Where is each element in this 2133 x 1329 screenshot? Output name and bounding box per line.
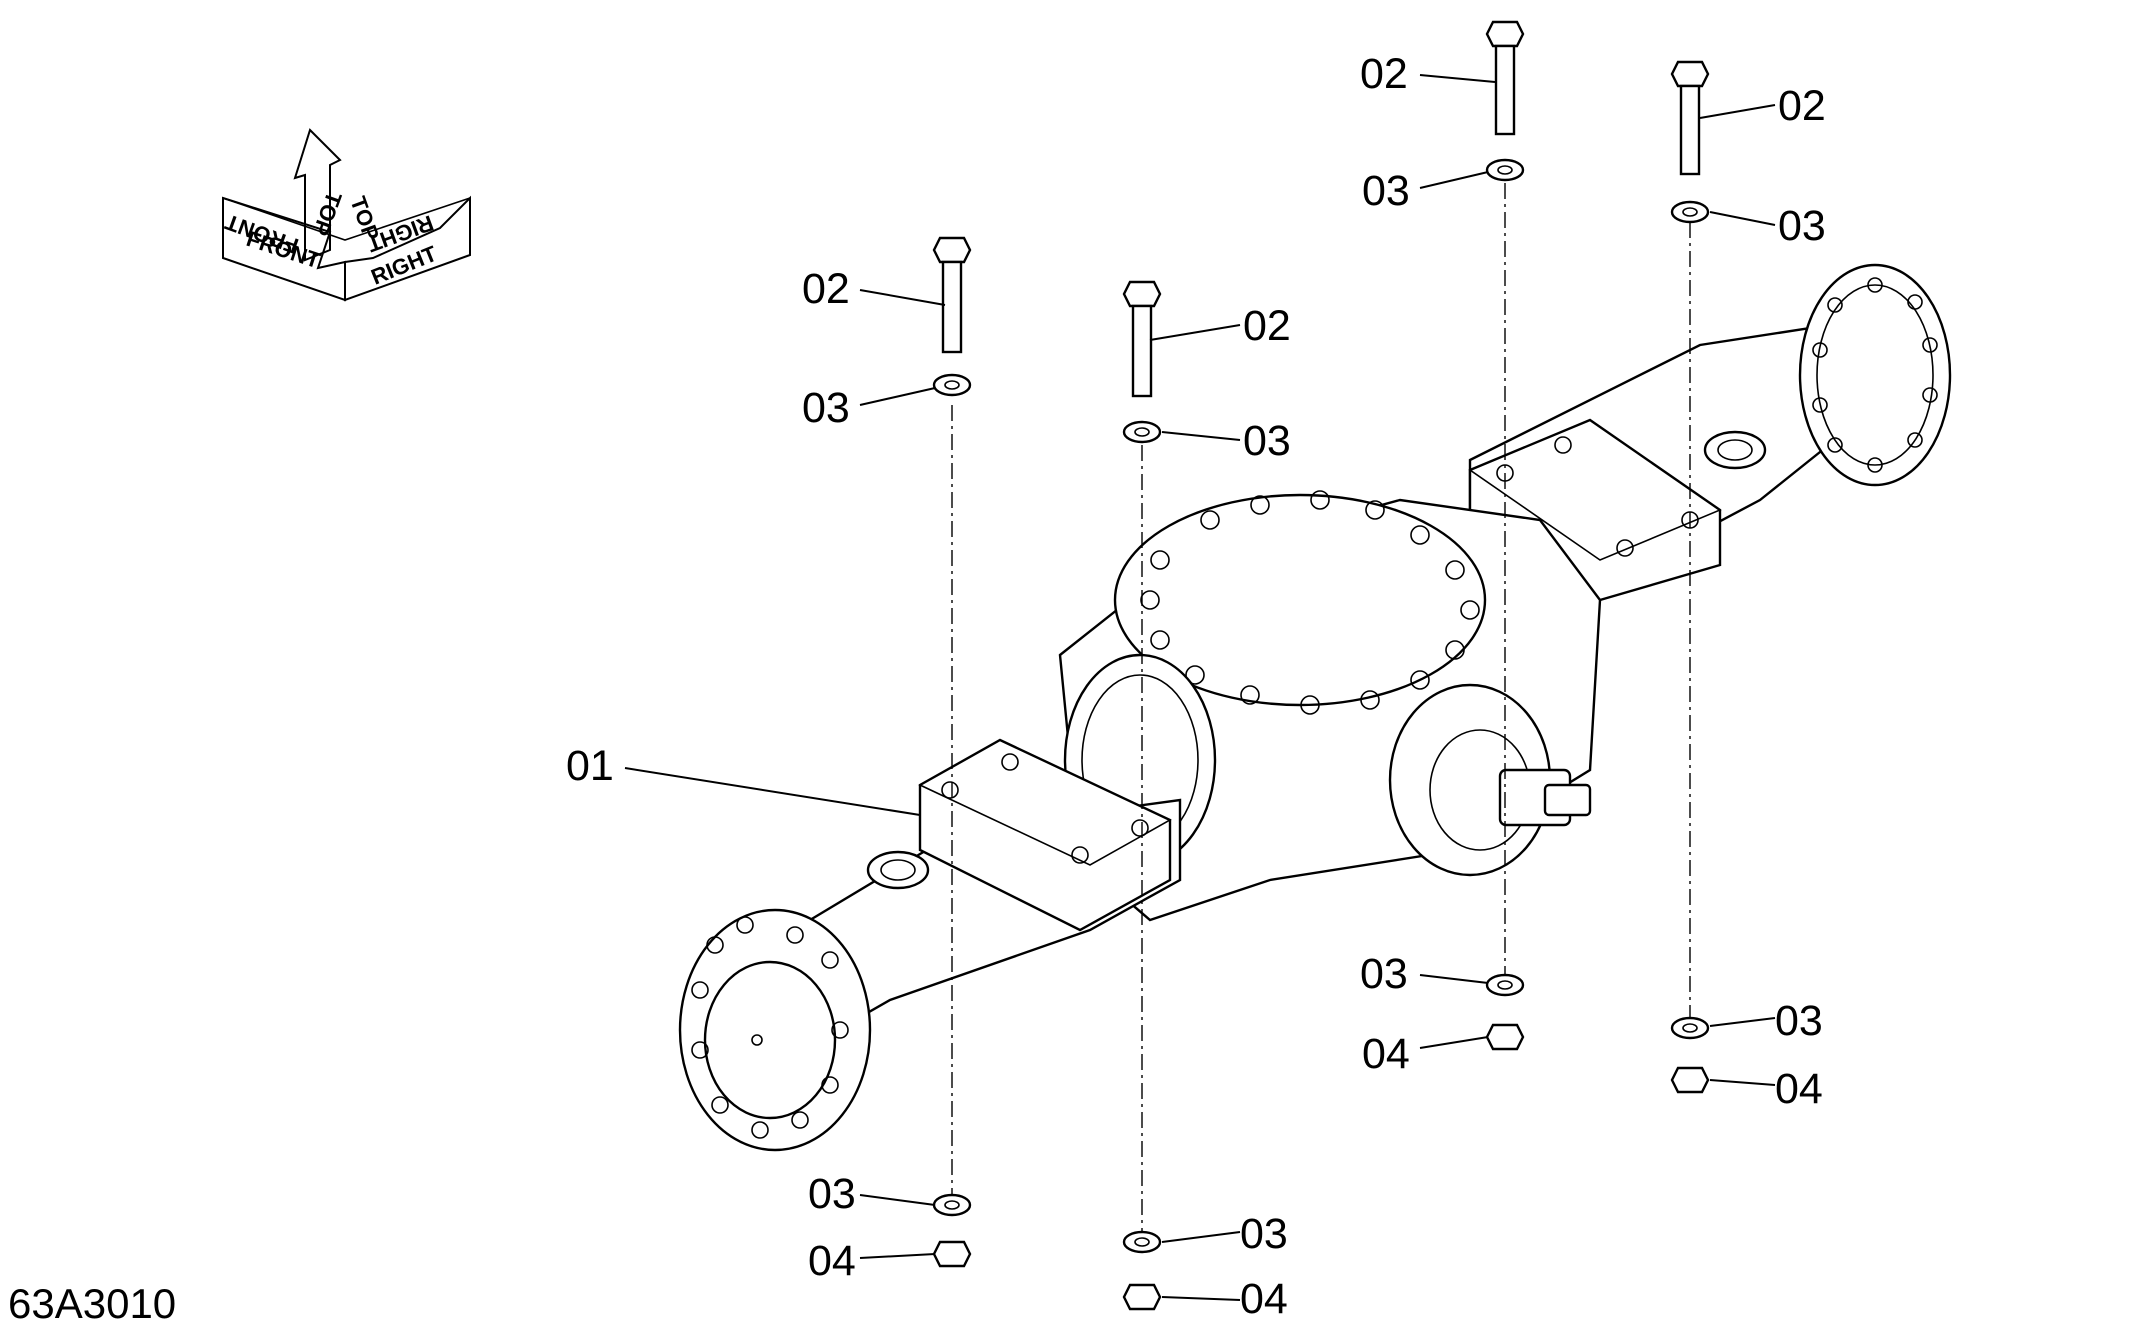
assembly-centerlines <box>951 183 1691 1232</box>
callout-housing: 01 <box>566 742 614 790</box>
top-arrow-label-inverted: TOP <box>308 188 347 239</box>
leader-lines <box>624 74 1776 1301</box>
callout-bolt-c: 02 <box>1360 50 1408 98</box>
cover-bolts <box>1140 490 1480 715</box>
callout-nut-c: 04 <box>1362 1030 1410 1078</box>
callout-washer-a-top: 03 <box>802 384 850 432</box>
callout-washer-b-top: 03 <box>1243 417 1291 465</box>
callout-washer-d-top: 03 <box>1778 202 1826 250</box>
callout-bolt-b: 02 <box>1243 302 1291 350</box>
washers <box>932 158 1710 1254</box>
nuts <box>932 1023 1710 1311</box>
callout-nut-a: 04 <box>808 1237 856 1285</box>
orientation-indicator: FRONT FRONT TOP TOP RIGHT RIGHT <box>221 128 471 302</box>
bolt-a <box>932 236 972 354</box>
right-flange-bolt-holes <box>1812 277 1938 473</box>
callout-nut-b: 04 <box>1240 1275 1288 1323</box>
bolt-b <box>1122 280 1162 398</box>
left-flange-bolt-holes <box>691 916 849 1139</box>
axle-housing <box>678 263 1952 1152</box>
callout-washer-b-bottom: 03 <box>1240 1210 1288 1258</box>
callout-washer-c-top: 03 <box>1362 167 1410 215</box>
callout-washer-c-bottom: 03 <box>1360 950 1408 998</box>
callout-bolt-a: 02 <box>802 265 850 313</box>
callout-nut-d: 04 <box>1775 1065 1823 1113</box>
bolt-c <box>1485 20 1525 136</box>
callout-bolt-d: 02 <box>1778 82 1826 130</box>
callout-labels: 01 02 02 02 02 03 03 03 03 03 03 03 03 0… <box>566 50 1826 1323</box>
callout-washer-a-bottom: 03 <box>808 1170 856 1218</box>
bolt-d <box>1670 60 1710 176</box>
callout-washer-d-bottom: 03 <box>1775 997 1823 1045</box>
drawing-code: 63A3010 <box>8 1280 176 1327</box>
